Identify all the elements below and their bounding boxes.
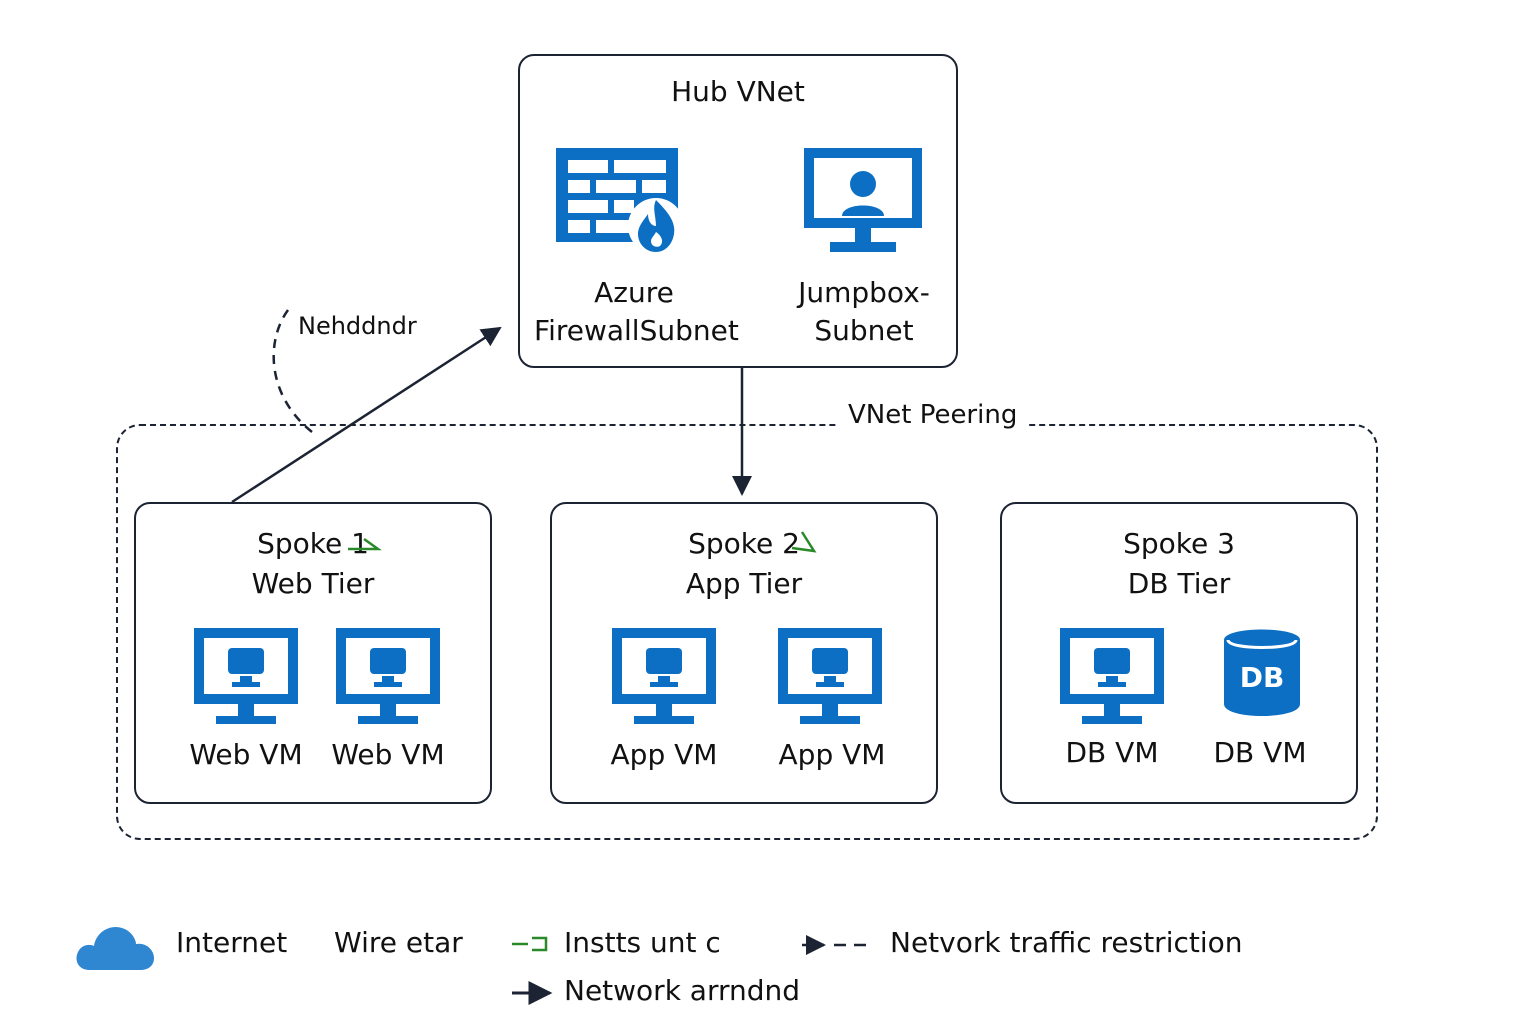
hub-vnet-box[interactable]: Hub VNet Azure FirewallSubnet Jumpbo bbox=[518, 54, 958, 368]
vm-monitor-icon bbox=[1058, 626, 1166, 730]
vnet-peering-group bbox=[116, 424, 1378, 840]
spoke-1-box[interactable]: Spoke 1 Web Tier Web VM Web VM bbox=[134, 502, 492, 804]
vm-monitor-icon bbox=[334, 626, 442, 730]
spoke-3-box[interactable]: Spoke 3 DB Tier DB VM DB DB VM bbox=[1000, 502, 1358, 804]
spoke-2-vm-2-label: App VM bbox=[778, 738, 886, 771]
spoke-2-title: Spoke 2 App Tier bbox=[685, 527, 803, 600]
spoke-2-box[interactable]: Spoke 2 App Tier App VM App VM bbox=[550, 502, 938, 804]
vm-monitor-icon bbox=[776, 626, 884, 730]
firewall-icon bbox=[556, 148, 691, 257]
vm-monitor-icon bbox=[192, 626, 300, 730]
legend-green-dash-mark bbox=[512, 936, 548, 952]
hub-vnet-title: Hub VNet bbox=[671, 75, 805, 108]
jumpbox-subnet-label: Jumpbox- Subnet bbox=[798, 276, 930, 347]
spoke-3-vm-2-label: DB VM bbox=[1213, 736, 1307, 769]
database-icon: DB bbox=[1222, 628, 1302, 718]
cloud-icon bbox=[74, 922, 156, 976]
firewall-subnet-label: Azure FirewallSubnet bbox=[534, 276, 739, 347]
database-icon-badge: DB bbox=[1239, 661, 1285, 694]
legend-wire-label: Wire etar bbox=[334, 926, 463, 959]
legend-network-label: Network arrndnd bbox=[564, 974, 801, 1007]
spoke-1-vm-2-label: Web VM bbox=[331, 738, 445, 771]
vnet-peering-label: VNet Peering bbox=[838, 400, 1028, 430]
vm-monitor-icon bbox=[610, 626, 718, 730]
spoke-1-vm-1-label: Web VM bbox=[189, 738, 303, 771]
jumpbox-monitor-icon bbox=[802, 146, 926, 262]
spoke-3-vm-1-label: DB VM bbox=[1065, 736, 1159, 769]
arrow-annotation-label: Nehddndr bbox=[298, 312, 417, 340]
spoke-2-vm-1-label: App VM bbox=[610, 738, 718, 771]
legend-internet-label: Internet bbox=[176, 926, 288, 959]
legend-restriction-label: Netvork traffic restriction bbox=[890, 926, 1243, 959]
spoke-3-title: Spoke 3 DB Tier bbox=[1123, 527, 1235, 600]
spoke-1-title: Spoke 1 Web Tier bbox=[251, 527, 375, 600]
legend-green-item-label: Instts unt c bbox=[564, 926, 721, 959]
